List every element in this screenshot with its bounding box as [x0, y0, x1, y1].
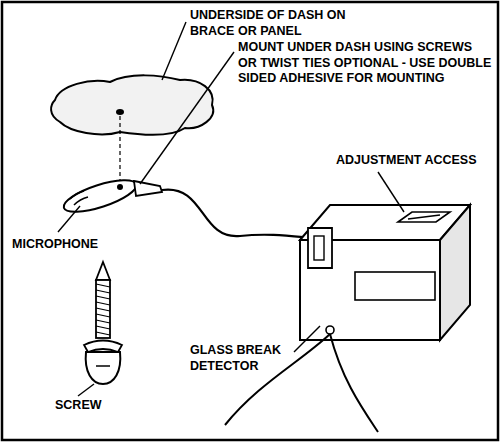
output-cable — [330, 334, 378, 432]
screw-thread — [96, 314, 110, 317]
part-label: SCREW — [55, 398, 135, 414]
part-label: MICROPHONE — [12, 237, 122, 253]
dash-underside — [51, 75, 213, 135]
screw-thread — [96, 290, 110, 293]
screw — [84, 262, 122, 384]
part-label: GLASS BREAK DETECTOR — [190, 343, 300, 374]
adjustment-slot — [398, 212, 450, 222]
mounting-bracket — [308, 228, 332, 268]
mount-hole — [116, 109, 124, 115]
microphone-cable — [162, 190, 312, 238]
screw-thread — [96, 284, 110, 287]
screw-thread — [96, 326, 110, 329]
screw-thread — [96, 296, 110, 299]
screw-thread — [96, 308, 110, 311]
screw-thread — [96, 320, 110, 323]
part-label: ADJUSTMENT ACCESS — [336, 153, 496, 169]
part-label: MOUNT UNDER DASH USING SCREWS OR TWIST T… — [238, 40, 493, 87]
screw-thread — [96, 332, 110, 335]
part-label: UNDERSIDE OF DASH ON BRACE OR PANEL — [190, 8, 390, 39]
glass-break-detector — [300, 205, 470, 340]
mount-guide — [119, 116, 120, 180]
screw-thread — [96, 302, 110, 305]
